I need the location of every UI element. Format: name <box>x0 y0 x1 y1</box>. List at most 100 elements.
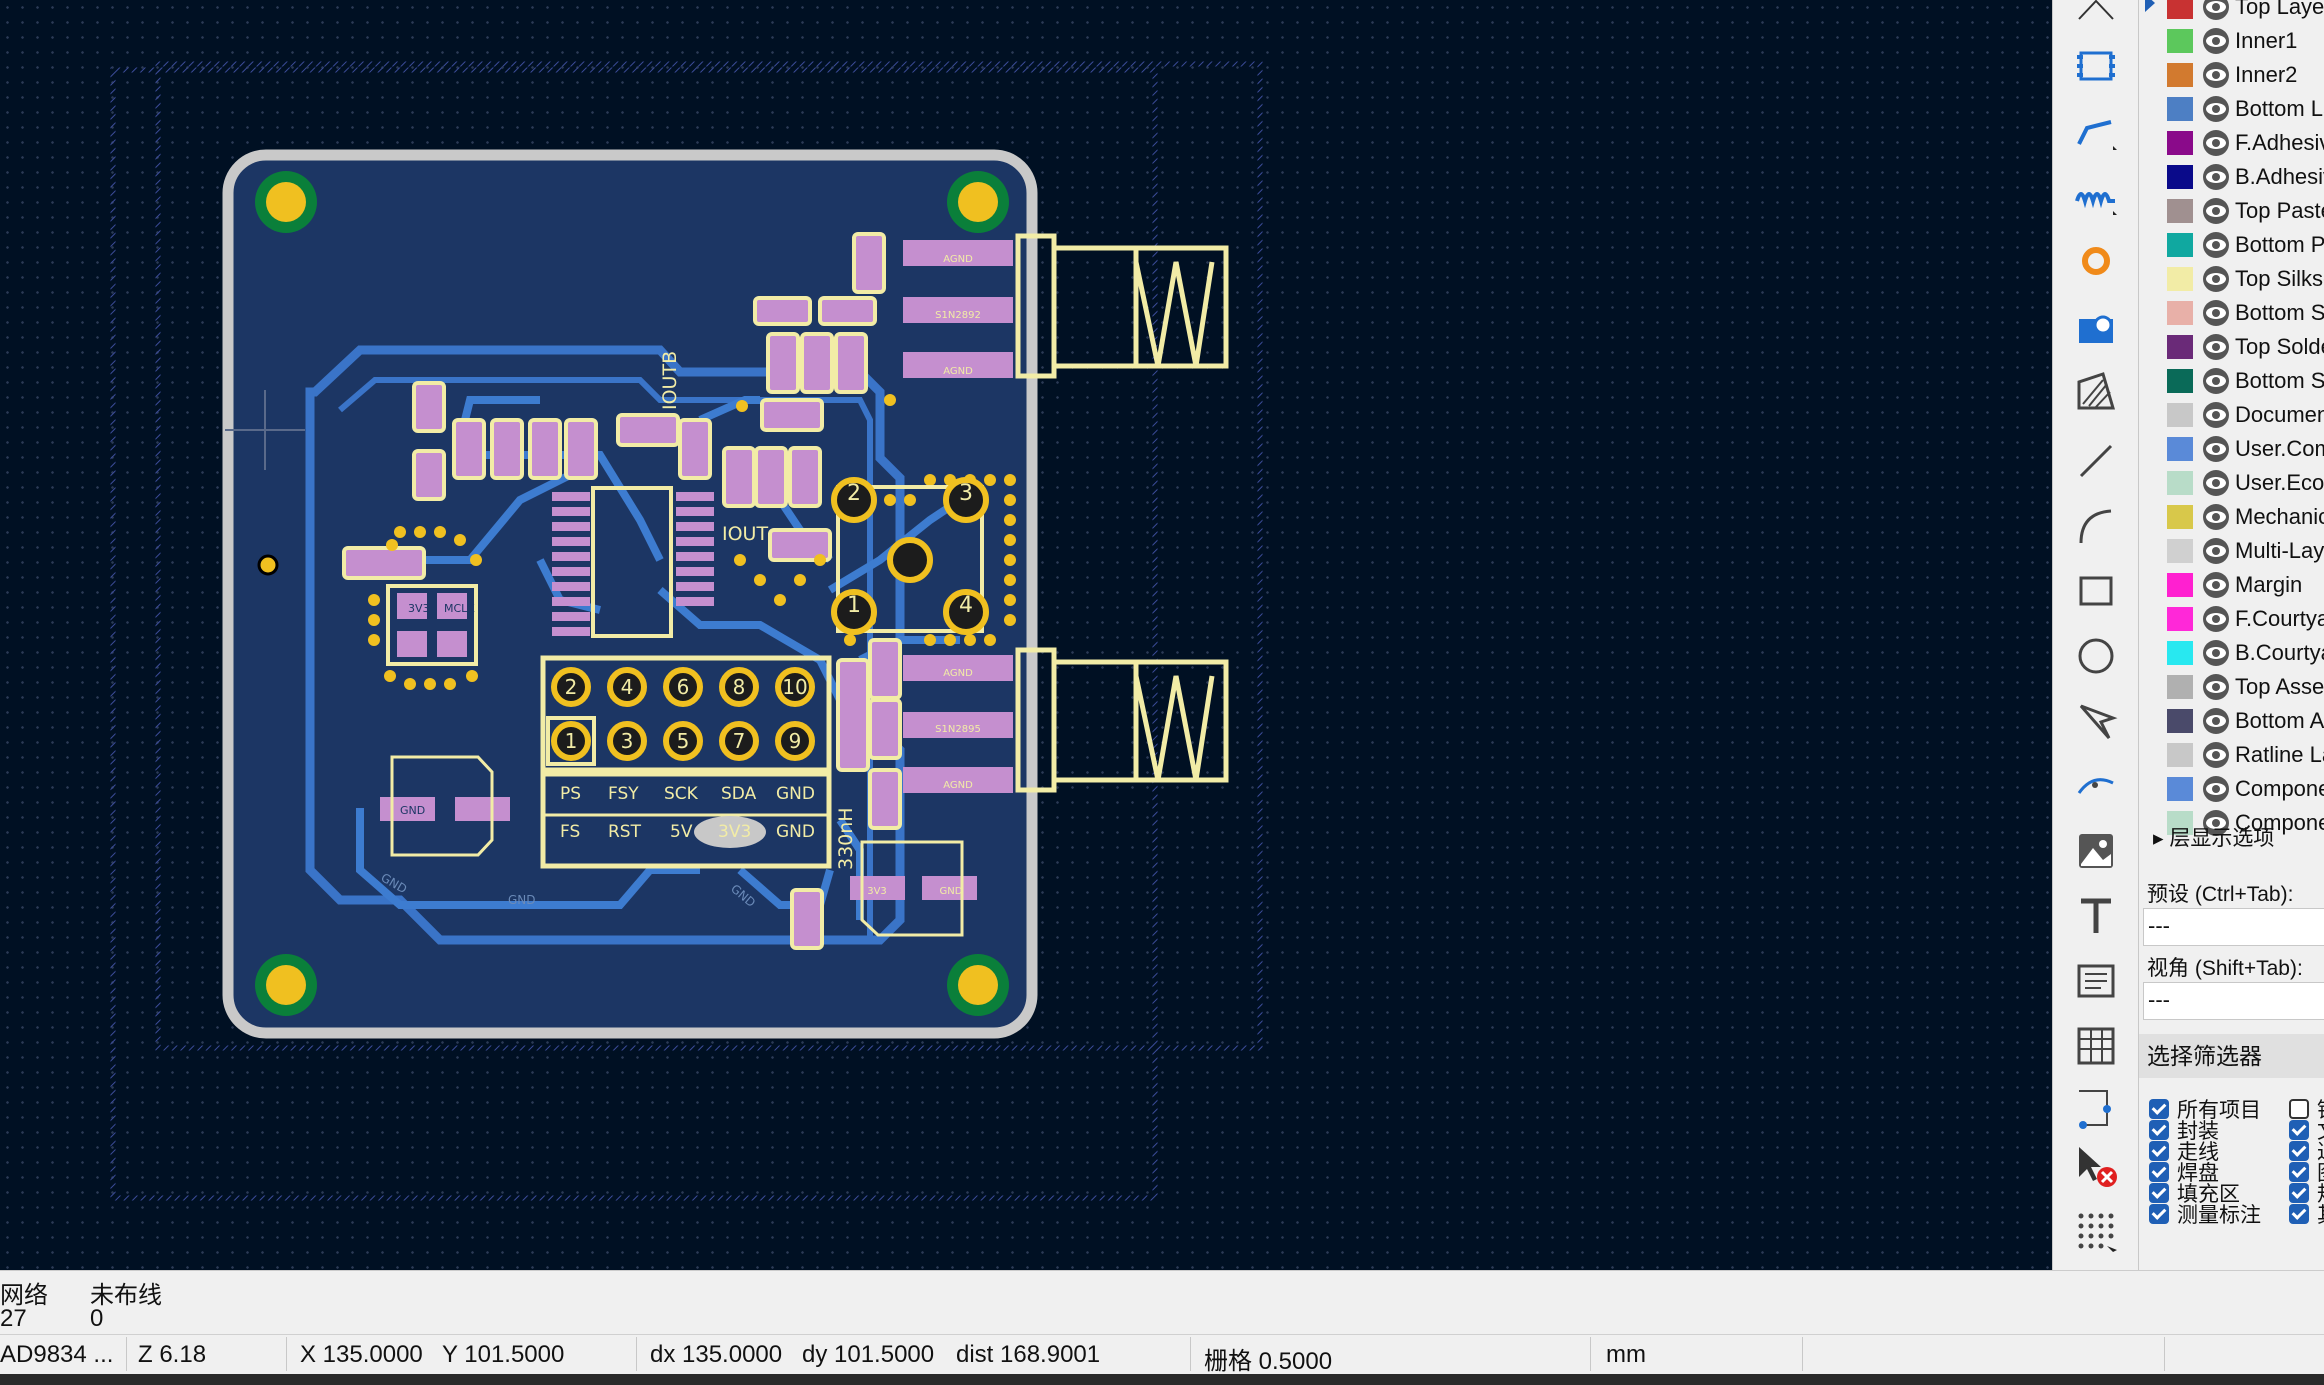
filter-checkbox[interactable]: 封装 <box>2149 1115 2219 1145</box>
layer-row[interactable]: User.Comments <box>2139 432 2324 466</box>
layer-color-swatch[interactable] <box>2167 233 2193 257</box>
layer-row[interactable]: F.Adhesive <box>2139 126 2324 160</box>
eye-icon[interactable] <box>2201 230 2231 260</box>
filter-checkbox[interactable]: 其 <box>2289 1199 2324 1229</box>
eye-icon[interactable] <box>2201 0 2231 22</box>
layer-row[interactable]: Top Paste <box>2139 194 2324 228</box>
line-icon[interactable] <box>2070 435 2122 487</box>
eye-icon[interactable] <box>2201 740 2231 770</box>
eye-icon[interactable] <box>2201 706 2231 736</box>
layer-row[interactable]: Bottom Silkscreen <box>2139 296 2324 330</box>
layer-row[interactable]: F.Courtyard <box>2139 602 2324 636</box>
filter-checkbox[interactable]: 填充区 <box>2149 1178 2240 1208</box>
layer-row[interactable]: Top Assembly <box>2139 670 2324 704</box>
layer-color-swatch[interactable] <box>2167 539 2193 563</box>
layer-color-swatch[interactable] <box>2167 301 2193 325</box>
layer-row[interactable]: Inner2 <box>2139 58 2324 92</box>
checkbox-icon[interactable] <box>2149 1183 2169 1203</box>
eye-icon[interactable] <box>2201 366 2231 396</box>
layer-color-swatch[interactable] <box>2167 63 2193 87</box>
grid-origin-icon[interactable] <box>2070 1205 2122 1257</box>
layer-color-swatch[interactable] <box>2167 471 2193 495</box>
route-diff-pair-icon[interactable] <box>2070 0 2122 38</box>
layer-row[interactable]: Mechanical <box>2139 500 2324 534</box>
route-track-icon[interactable] <box>2070 105 2122 157</box>
eye-icon[interactable] <box>2201 400 2231 430</box>
layer-row[interactable]: Bottom Solder <box>2139 364 2324 398</box>
filter-checkbox[interactable]: 走线 <box>2149 1136 2219 1166</box>
checkbox-icon[interactable] <box>2289 1204 2309 1224</box>
layer-row[interactable]: User.Eco1 <box>2139 466 2324 500</box>
checkbox-icon[interactable] <box>2149 1141 2169 1161</box>
eye-icon[interactable] <box>2201 604 2231 634</box>
via-icon[interactable] <box>2070 235 2122 287</box>
eye-icon[interactable] <box>2201 196 2231 226</box>
layer-color-swatch[interactable] <box>2167 199 2193 223</box>
eye-icon[interactable] <box>2201 332 2231 362</box>
circle-icon[interactable] <box>2070 630 2122 682</box>
layer-color-swatch[interactable] <box>2167 97 2193 121</box>
layer-color-swatch[interactable] <box>2167 335 2193 359</box>
layer-color-swatch[interactable] <box>2167 131 2193 155</box>
checkbox-icon[interactable] <box>2289 1141 2309 1161</box>
checkbox-icon[interactable] <box>2149 1120 2169 1140</box>
checkbox-icon[interactable] <box>2149 1204 2169 1224</box>
filter-checkbox[interactable]: 锁 <box>2289 1094 2324 1124</box>
filter-checkbox[interactable]: 规 <box>2289 1178 2324 1208</box>
layer-row[interactable]: Top Silkscreen <box>2139 262 2324 296</box>
filter-checkbox[interactable]: 文 <box>2289 1115 2324 1145</box>
filter-checkbox[interactable]: 过 <box>2289 1136 2324 1166</box>
filter-checkbox[interactable]: 所有项目 <box>2149 1094 2261 1124</box>
checkbox-icon[interactable] <box>2289 1162 2309 1182</box>
eye-icon[interactable] <box>2201 94 2231 124</box>
layer-row[interactable]: Ratline Layer <box>2139 738 2324 772</box>
eye-icon[interactable] <box>2201 774 2231 804</box>
checkbox-icon[interactable] <box>2289 1183 2309 1203</box>
eye-icon[interactable] <box>2201 434 2231 464</box>
layer-color-swatch[interactable] <box>2167 403 2193 427</box>
eye-icon[interactable] <box>2201 638 2231 668</box>
polygon-icon[interactable] <box>2070 695 2122 747</box>
layer-color-swatch[interactable] <box>2167 437 2193 461</box>
filter-checkbox[interactable]: 焊盘 <box>2149 1157 2219 1187</box>
footprint-icon[interactable] <box>2070 40 2122 92</box>
bezier-icon[interactable] <box>2070 760 2122 812</box>
checkbox-icon[interactable] <box>2149 1162 2169 1182</box>
eye-icon[interactable] <box>2201 264 2231 294</box>
layer-color-swatch[interactable] <box>2167 743 2193 767</box>
layer-row[interactable]: Multi-Layer <box>2139 534 2324 568</box>
layer-row[interactable]: Bottom Assembly <box>2139 704 2324 738</box>
layer-row[interactable]: Bottom Layer <box>2139 92 2324 126</box>
layer-color-swatch[interactable] <box>2167 29 2193 53</box>
layer-color-swatch[interactable] <box>2167 709 2193 733</box>
table-icon[interactable] <box>2070 1020 2122 1072</box>
filter-checkbox[interactable]: 测量标注 <box>2149 1199 2261 1229</box>
layer-color-swatch[interactable] <box>2167 165 2193 189</box>
layer-color-swatch[interactable] <box>2167 573 2193 597</box>
layer-color-swatch[interactable] <box>2167 675 2193 699</box>
eye-icon[interactable] <box>2201 468 2231 498</box>
layer-color-swatch[interactable] <box>2167 607 2193 631</box>
arc-icon[interactable] <box>2070 500 2122 552</box>
tune-length-icon[interactable] <box>2070 170 2122 222</box>
eye-icon[interactable] <box>2201 808 2231 838</box>
zone-icon[interactable] <box>2070 365 2122 417</box>
pcb-canvas[interactable]: AGND S1N2892 AGND AGND S1N2895 AGND 3V3 … <box>0 0 2052 1270</box>
layer-row[interactable]: B.Courtyard <box>2139 636 2324 670</box>
layer-options-toggle[interactable]: ▸ 层显示选项 <box>2153 827 2275 850</box>
dimension-icon[interactable] <box>2070 1082 2122 1134</box>
layer-color-swatch[interactable] <box>2167 369 2193 393</box>
image-icon[interactable] <box>2070 825 2122 877</box>
pad-icon[interactable] <box>2070 300 2122 352</box>
layer-color-swatch[interactable] <box>2167 641 2193 665</box>
eye-icon[interactable] <box>2201 672 2231 702</box>
viewport-select[interactable]: --- <box>2143 982 2324 1020</box>
filter-checkbox[interactable]: 图 <box>2289 1157 2324 1187</box>
eye-icon[interactable] <box>2201 162 2231 192</box>
layer-row[interactable]: Top Solder <box>2139 330 2324 364</box>
layer-row[interactable]: Top Layer <box>2139 0 2324 24</box>
layer-row[interactable]: B.Adhesive <box>2139 160 2324 194</box>
checkbox-icon[interactable] <box>2289 1099 2309 1119</box>
layer-row[interactable]: Component <box>2139 806 2324 840</box>
eye-icon[interactable] <box>2201 60 2231 90</box>
